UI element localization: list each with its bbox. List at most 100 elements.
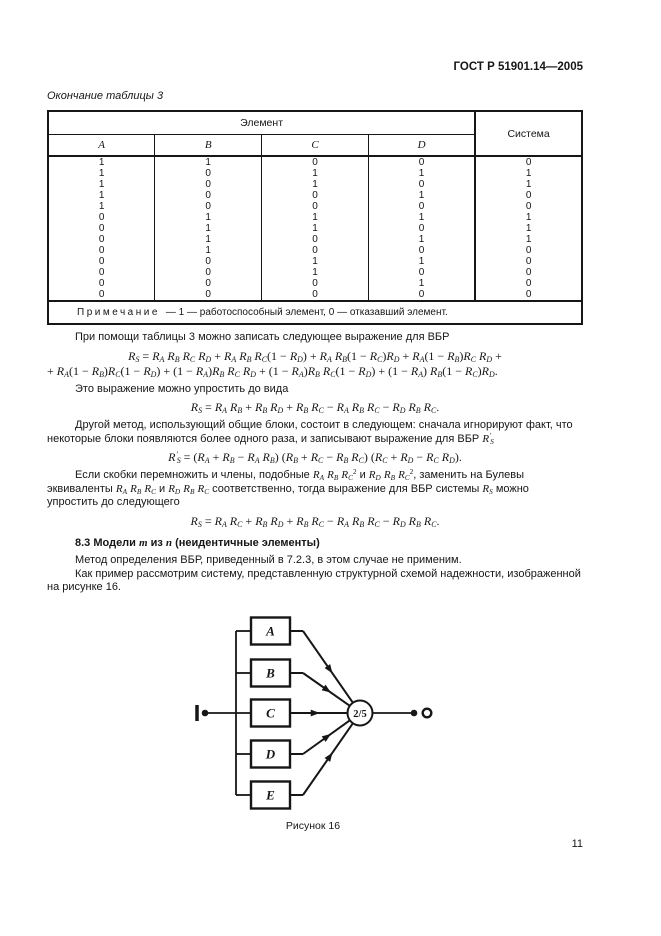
- block-E: [249, 780, 292, 810]
- column-header-d: D: [367, 134, 476, 156]
- system-cell: 0: [474, 267, 582, 278]
- element-cell: 1: [367, 190, 476, 201]
- element-cell: 0: [98, 245, 105, 256]
- table-continuation-label: Окончание таблицы 3: [47, 90, 164, 102]
- column-header-b: B: [154, 134, 262, 156]
- element-cell: 1: [154, 234, 262, 245]
- element-cell: 1: [154, 223, 262, 234]
- element-cell: 1: [261, 267, 369, 278]
- voting-gate: [346, 699, 374, 727]
- element-cell: 0: [367, 267, 476, 278]
- system-cell: 1: [474, 234, 582, 245]
- element-cell: 1: [154, 212, 262, 223]
- element-cell: 0: [367, 179, 476, 190]
- arrowhead-icon: [310, 709, 320, 717]
- system-cell: 0: [474, 155, 582, 168]
- formula-3: R′S = (RA + RB − RA RB) (RB + RC − RB RC…: [168, 450, 462, 465]
- arrowhead-icon: [324, 664, 333, 674]
- element-cell: 0: [154, 278, 262, 289]
- element-cell: 1: [98, 179, 105, 190]
- block-label-B: B: [265, 666, 275, 681]
- block-label-D: D: [265, 747, 276, 762]
- element-cell: 0: [261, 289, 369, 301]
- element-cell: 1: [367, 256, 476, 267]
- element-cell: 0: [367, 201, 476, 212]
- system-column-header: Система: [474, 111, 582, 156]
- paragraph-6: Как пример рассмотрим систему, представл…: [47, 567, 581, 594]
- element-cell: 0: [367, 223, 476, 234]
- system-cell: 0: [474, 256, 582, 267]
- arrowhead-icon: [321, 733, 331, 742]
- output-terminal-label: [421, 707, 433, 719]
- system-cell: 0: [474, 190, 582, 201]
- table-note: Примечание— 1 — работоспособный элемент,…: [48, 300, 582, 324]
- output-node: [410, 709, 418, 717]
- element-cell: 1: [98, 168, 105, 179]
- system-cell: 1: [474, 168, 582, 179]
- table-note-row: Примечание— 1 — работоспособный элемент,…: [48, 300, 582, 324]
- element-cell: 0: [98, 223, 105, 234]
- paragraph-3: Другой метод, использующий общие блоки, …: [47, 419, 573, 446]
- element-cell: 0: [154, 190, 262, 201]
- system-cell: 0: [474, 278, 582, 289]
- element-cell: 0: [367, 155, 476, 168]
- block-label-A: A: [265, 624, 275, 639]
- element-cell: 0: [98, 212, 105, 223]
- arrowhead-icon: [321, 684, 331, 693]
- element-cell: 0: [261, 190, 369, 201]
- formula-1-line-1: RS = RA RB RC RD + RA RB RC(1 − RD) + RA…: [128, 348, 502, 364]
- system-cell: 0: [474, 289, 582, 301]
- element-cell: 1: [98, 190, 105, 201]
- element-cell: 0: [154, 267, 262, 278]
- paragraph-1: При помощи таблицы 3 можно записать след…: [75, 331, 450, 343]
- element-cell: 1: [367, 168, 476, 179]
- element-cell: 0: [261, 155, 369, 168]
- block-label-C: C: [266, 706, 275, 721]
- body-content: При помощи таблицы 3 можно записать след…: [47, 331, 583, 595]
- system-cell: 1: [474, 179, 582, 190]
- element-cell: 0: [154, 168, 262, 179]
- system-cell: 0: [474, 245, 582, 256]
- element-group-header: Элемент: [48, 111, 476, 135]
- element-cell: 1: [98, 201, 105, 212]
- element-cell: 0: [261, 234, 369, 245]
- table-header-row-2: A B C D: [48, 134, 582, 156]
- system-cell: 1: [474, 223, 582, 234]
- column-header-a: A: [98, 139, 106, 151]
- system-cell: 0: [474, 201, 582, 212]
- block-A: [249, 616, 292, 646]
- element-cell: 0: [154, 256, 262, 267]
- block-B: [249, 658, 292, 688]
- element-cell: 0: [261, 201, 369, 212]
- figure-caption: Рисунок 16: [285, 820, 341, 832]
- paragraph-4: Если скобки перемножить и члены, подобны…: [47, 468, 529, 508]
- element-cell: 1: [154, 245, 262, 256]
- system-cell: 1: [474, 212, 582, 223]
- formula-1: RS = RA RB RC RD + RA RB RC(1 − RD) + RA…: [47, 349, 583, 379]
- element-cell: 0: [154, 289, 262, 301]
- element-cell: 0: [98, 234, 105, 245]
- document-header: ГОСТ Р 51901.14—2005: [453, 61, 583, 73]
- formula-4: RS = RA RC + RB RD + RB RC − RA RB RC − …: [190, 513, 440, 529]
- formula-1-line-2: + RA(1 − RB)RC(1 − RD) + (1 − RA)RB RC R…: [47, 363, 498, 379]
- element-cell: 0: [98, 278, 105, 289]
- element-cell: 1: [261, 212, 369, 223]
- element-cell: 1: [367, 278, 476, 289]
- element-cell: 1: [367, 234, 476, 245]
- element-cell: 1: [261, 179, 369, 190]
- element-cell: 1: [48, 155, 155, 168]
